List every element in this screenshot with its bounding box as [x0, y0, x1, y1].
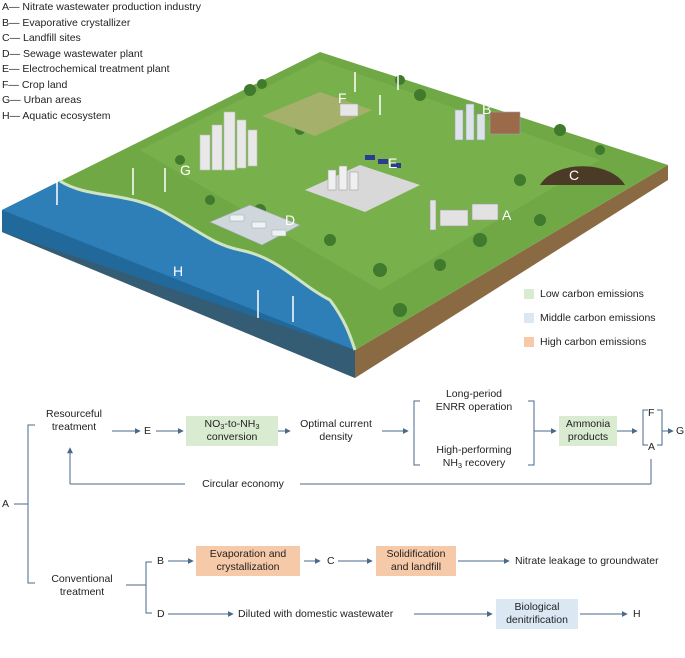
evaporation-line2: crystallization: [216, 561, 279, 574]
flow-node-c: C: [327, 555, 335, 568]
high-perf-line2: NH3 recovery: [420, 457, 528, 470]
evaporation-line1: Evaporation and: [210, 548, 286, 561]
nitrate-leakage: Nitrate leakage to groundwater: [515, 555, 659, 568]
emission-key-high-label: High carbon emissions: [540, 336, 646, 348]
scene-label-e: E: [388, 155, 397, 171]
scene-label-c: C: [569, 167, 579, 183]
flow-source-a: A: [2, 498, 9, 511]
scene-label-h: H: [173, 263, 183, 279]
resourceful-treatment: Resourceful treatment: [36, 408, 112, 434]
conversion-line1: NO3-to-NH3: [204, 418, 259, 431]
conventional-line2: treatment: [38, 586, 126, 599]
biological-line1: Biological: [515, 601, 560, 614]
middle-swatch: [524, 313, 534, 323]
emission-key-middle-label: Middle carbon emissions: [540, 312, 656, 324]
resourceful-line2: treatment: [36, 421, 112, 434]
emission-key-low: Low carbon emissions: [524, 288, 644, 300]
biological-denitrification-box: Biological denitrification: [496, 599, 578, 629]
emission-key-low-label: Low carbon emissions: [540, 288, 644, 300]
ammonia-line1: Ammonia: [566, 418, 610, 431]
long-period-operation: Long-period ENRR operation: [420, 388, 528, 414]
circular-economy: Circular economy: [188, 478, 298, 491]
optimal-line2: density: [290, 431, 382, 444]
flow-node-e: E: [144, 425, 151, 438]
conventional-treatment: Conventional treatment: [38, 573, 126, 599]
low-swatch: [524, 289, 534, 299]
emission-key-high: High carbon emissions: [524, 336, 646, 348]
solidification-line2: and landfill: [391, 561, 441, 574]
conventional-line1: Conventional: [38, 573, 126, 586]
flow-node-b: B: [157, 555, 164, 568]
flow-node-h: H: [633, 608, 641, 621]
flow-node-g: G: [676, 425, 684, 438]
long-period-line2: ENRR operation: [420, 401, 528, 414]
optimal-line1: Optimal current: [290, 418, 382, 431]
flow-node-f: F: [648, 407, 654, 420]
resourceful-line1: Resourceful: [36, 408, 112, 421]
solidification-line1: Solidification: [387, 548, 446, 561]
biological-line2: denitrification: [506, 614, 568, 627]
conversion-box: NO3-to-NH3 conversion: [186, 416, 278, 446]
high-swatch: [524, 337, 534, 347]
emission-key-middle: Middle carbon emissions: [524, 312, 656, 324]
evaporation-box: Evaporation and crystallization: [196, 546, 300, 576]
ammonia-products-box: Ammonia products: [559, 416, 617, 446]
diluted-wastewater: Diluted with domestic wastewater: [238, 608, 393, 621]
flow-node-a-return: A: [648, 441, 655, 454]
landscape-illustration: A B C D E F G H: [0, 0, 685, 385]
high-performing-recovery: High-performing NH3 recovery: [420, 444, 528, 470]
treatment-flow-diagram: A Resourceful treatment E NO3-to-NH3 con…: [0, 385, 685, 658]
solidification-box: Solidification and landfill: [376, 546, 456, 576]
scene-label-g: G: [180, 162, 191, 178]
scene-label-a: A: [502, 207, 512, 223]
high-perf-line1: High-performing: [420, 444, 528, 457]
flow-node-d: D: [157, 608, 165, 621]
scene-label-b: B: [482, 101, 491, 117]
scene-label-f: F: [338, 90, 347, 106]
ammonia-line2: products: [568, 431, 608, 444]
conversion-line2: conversion: [207, 431, 258, 444]
long-period-line1: Long-period: [420, 388, 528, 401]
scene-label-d: D: [285, 212, 295, 228]
optimal-current-density: Optimal current density: [290, 418, 382, 444]
